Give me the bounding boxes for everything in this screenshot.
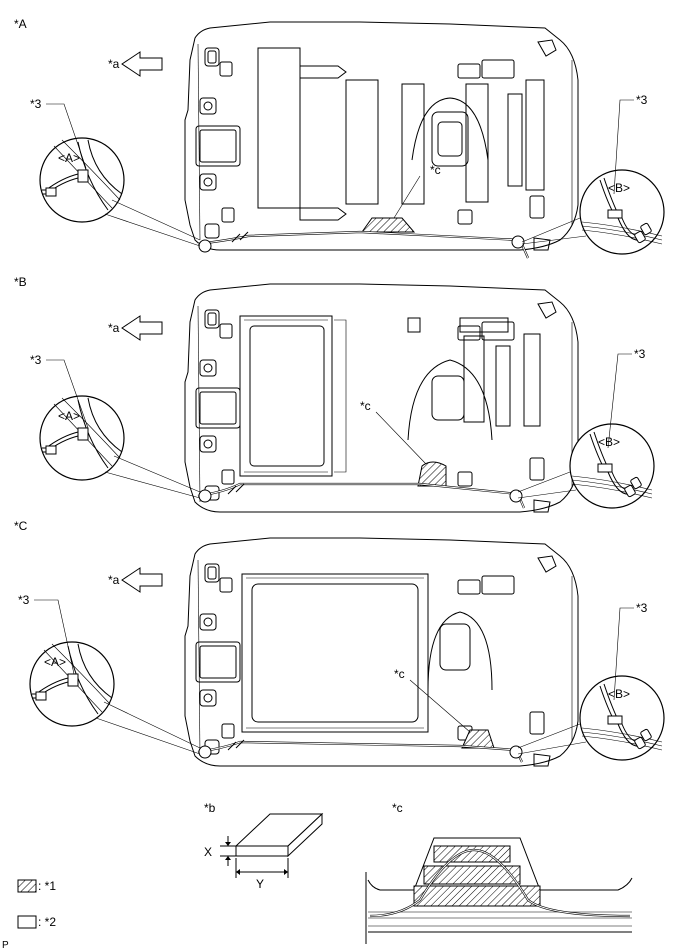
headliner-panel: [525, 79, 545, 191]
view-c: *C *a <A> <B> *3 *3 *c: [14, 519, 665, 767]
clamp-callout-right: *3: [634, 347, 646, 361]
area-c-label: *c: [360, 399, 371, 413]
headliner-panel: [507, 93, 523, 187]
headliner-panel: [401, 83, 425, 205]
view-b-label: *B: [14, 275, 27, 289]
headliner-panel: [523, 333, 541, 427]
tape-layer-top: [433, 845, 511, 863]
legend: : *1 : *2: [17, 879, 56, 929]
front-direction-arrow-icon: [121, 567, 163, 593]
headliner-panel: [495, 345, 511, 427]
headliner-panel: [257, 47, 301, 209]
legend-label-2: : *2: [38, 915, 56, 929]
map-lamp: [431, 111, 469, 167]
hatched-tape: [417, 461, 447, 487]
sunroof-opening: [249, 325, 325, 467]
view-a: *A *a <A> <B> *3 *3 *c: [14, 17, 665, 259]
map-lamp: [439, 623, 471, 671]
area-c-label: *c: [394, 667, 405, 681]
tape-layer-middle: [423, 865, 521, 885]
clamp-callout-right: *3: [636, 93, 648, 107]
view-c-label: *C: [14, 519, 28, 533]
detail-a-label: <A>: [58, 151, 80, 165]
headliner-outline: [184, 283, 579, 513]
detail-b-tape-dimensions: *b X Y: [204, 801, 324, 891]
view-a-label: *A: [14, 17, 27, 31]
detail-a-magnifier: [39, 395, 125, 481]
view-b: *B *a <A> <B> *3 *3 *c: [14, 275, 655, 513]
headliner-panel: [465, 83, 489, 203]
legend-swatch-blank: [17, 915, 37, 929]
legend-swatch-hatched: [17, 879, 37, 893]
front-arrow-label: *a: [108, 321, 120, 335]
detail-c-tape-routing: *c: [365, 801, 633, 944]
hatched-tape: [361, 217, 416, 233]
sunroof-opening: [251, 583, 419, 723]
detail-b-label: <B>: [608, 687, 630, 701]
clamp-callout-right: *3: [636, 601, 648, 615]
legend-label-1: : *1: [38, 879, 56, 893]
dimension-y-label: Y: [256, 877, 264, 891]
front-direction-arrow-icon: [121, 315, 163, 341]
map-lamp: [431, 375, 465, 421]
headliner-panel: [463, 335, 485, 423]
detail-b-label: <B>: [608, 181, 630, 195]
detail-b-label: <B>: [598, 435, 620, 449]
dimension-x-label: X: [204, 845, 212, 859]
detail-c-title: *c: [392, 801, 403, 815]
front-arrow-label: *a: [108, 573, 120, 587]
detail-a-magnifier: [39, 137, 125, 223]
sunroof-frame: [239, 315, 333, 477]
clamp-callout-left: *3: [18, 593, 30, 607]
front-direction-arrow-icon: [121, 51, 163, 77]
clamp-callout-left: *3: [30, 97, 42, 111]
detail-b-title: *b: [204, 801, 216, 815]
detail-a-magnifier: [29, 641, 115, 727]
front-arrow-label: *a: [108, 57, 120, 71]
detail-a-label: <A>: [58, 409, 80, 423]
footer-code: P: [2, 940, 9, 951]
area-c-label: *c: [430, 163, 441, 177]
hatched-tape: [461, 729, 495, 749]
detail-a-label: <A>: [44, 655, 66, 669]
headliner-panel: [345, 79, 379, 205]
headliner-outline: [184, 21, 579, 251]
clamp-callout-left: *3: [30, 353, 42, 367]
sunroof-frame: [241, 573, 429, 733]
tape-layer-bottom: [413, 885, 541, 907]
